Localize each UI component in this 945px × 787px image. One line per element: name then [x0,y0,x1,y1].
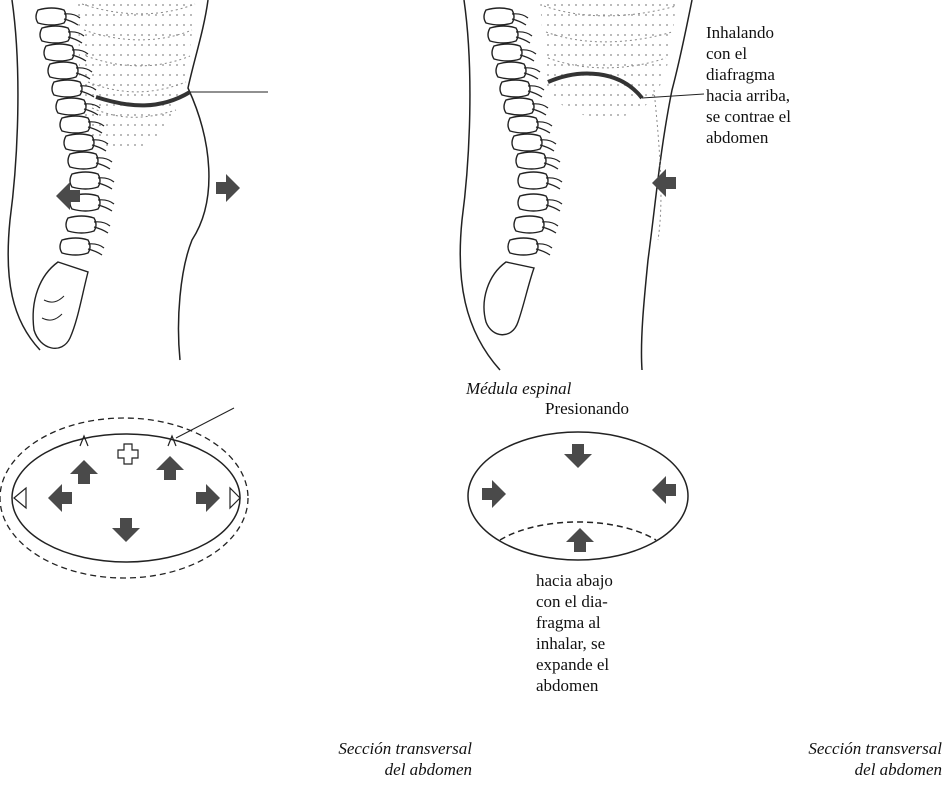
spinal-cord-label: Médula espinal [466,378,571,399]
arrow-up-icon [566,528,594,552]
arrow-left-icon [48,484,72,512]
arrow-right-icon [482,480,506,508]
inhale-up-label: Inhalando con el diafragma hacia arriba,… [706,22,791,148]
right-torso-figure [460,0,704,370]
pressing-label: Presionando [545,398,629,419]
arrow-down-icon [112,518,140,542]
caption-right: Sección transversal del abdomen [700,738,942,780]
caption-left: Sección transversal del abdomen [230,738,472,780]
arrow-up-icon [156,456,184,480]
arrow-right-icon [196,484,220,512]
left-torso-figure [8,0,268,360]
arrow-up-icon [70,460,98,484]
arrow-left-icon [652,476,676,504]
right-cross-section [468,432,688,560]
arrow-down-icon [564,444,592,468]
left-cross-section [0,408,248,578]
inhale-down-label: hacia abajo con el dia- fragma al inhala… [536,570,613,696]
arrow-right-icon [216,174,240,202]
